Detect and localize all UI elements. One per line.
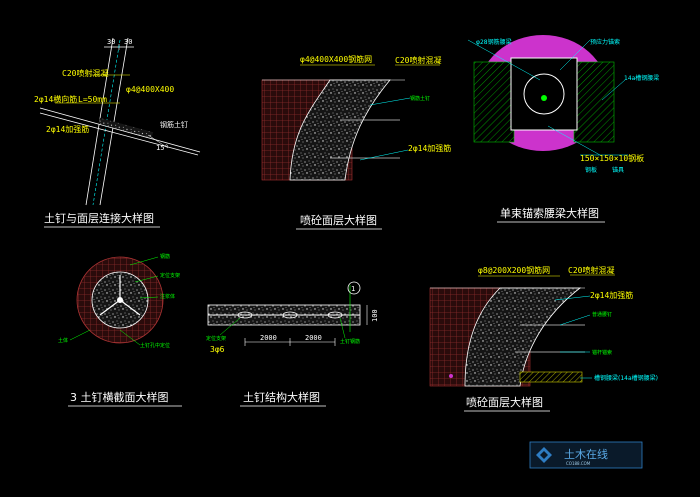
label-bar2: 2φ14加强筋 — [46, 124, 89, 134]
label-plate: 150×150×10钢板 — [580, 153, 644, 163]
label-b-3: 预应力锚索 — [590, 38, 620, 46]
dim-side: 100 — [371, 309, 379, 322]
dim-b: 2000 — [305, 334, 322, 342]
dim-a: 2000 — [260, 334, 277, 342]
label-length: L=50mm — [78, 95, 107, 104]
site-watermark-logo: 土木在线 CO188.COM — [529, 441, 643, 469]
detail1-title: 土钉与面层连接大样图 — [44, 211, 154, 225]
dim-top-left: 30 — [107, 38, 115, 46]
logo-text: 土木在线 — [564, 447, 608, 461]
detail-nail-connection: 30 30 C20喷射混凝 φ4@400X400 2φ14横向筋 L=50mm … — [34, 37, 201, 228]
detail-anchor-waler: φ28钢筋腰梁 预应力锚索 14a槽钢腰梁 150×150×10钢板 钢板 锚具… — [467, 35, 659, 223]
label-nail: 钢筋土钉 — [160, 120, 188, 129]
label-a-6: 普通腰钉 — [592, 311, 612, 318]
label-angle: 15° — [156, 144, 169, 152]
label-e-3: 锚具 — [612, 166, 624, 174]
label-e-4: 土钉孔中定位 — [140, 342, 170, 349]
label-d-4: 土体 — [58, 337, 68, 344]
detail-shotcrete-layer-1: φ4@400X400钢筋网 C20喷射混凝 钢筋土钉 2φ14加强筋 喷砼面层大… — [261, 54, 451, 230]
label-bar1: 2φ14横向筋 — [34, 94, 77, 104]
label-a-5: 定位支架 — [206, 335, 226, 342]
label-c20: C20喷射混凝 — [62, 68, 108, 78]
label-bar-2: 2φ14加强筋 — [408, 143, 451, 153]
section-marker: 1 — [351, 285, 355, 293]
detail3-title: 单束锚索腰梁大样图 — [500, 206, 599, 220]
detail5-title: 土钉结构大样图 — [243, 390, 320, 404]
detail-shotcrete-layer-2: φ8@200X200钢筋网 C20喷射混凝 2φ14加强筋 普通腰钉 锚杆锚索 … — [429, 265, 658, 412]
label-b-4: 定位支架 — [160, 272, 180, 279]
dim-top-right: 30 — [124, 38, 132, 46]
label-b-6: 锚杆锚索 — [592, 349, 612, 356]
logo-sub: CO188.COM — [566, 461, 591, 466]
label-nail-2: 钢筋土钉 — [410, 95, 430, 102]
label-c20-6: C20喷射混凝 — [568, 265, 614, 275]
label-mesh: φ4@400X400 — [126, 85, 174, 94]
label-c-3: 14a槽钢腰梁 — [624, 74, 659, 82]
detail-nail-structure: 1 100 2000 2000 定位支架 3φ6 土钉钢筋 土钉结构大样图 — [206, 281, 379, 407]
label-c20-2: C20喷射混凝 — [395, 55, 441, 65]
label-mesh-2: φ4@400X400钢筋网 — [300, 54, 372, 64]
label-d-3: 钢板 — [585, 166, 597, 174]
detail-nail-cross-section: 钢筋 定位支架 注浆体 土体 土钉孔中定位 3 土钉横截面大样图 — [58, 253, 182, 407]
label-mesh-6: φ8@200X200钢筋网 — [478, 265, 550, 275]
label-a-3: φ28钢筋腰梁 — [476, 38, 512, 46]
label-c-4: 注浆体 — [160, 293, 175, 300]
label-bar-6: 2φ14加强筋 — [590, 290, 633, 300]
detail6-title: 喷砼面层大样图 — [466, 395, 543, 409]
label-c-6: 槽钢腰梁(14a槽钢腰梁) — [594, 374, 658, 382]
label-b-5: 土钉钢筋 — [340, 338, 360, 345]
detail4-title: 3 土钉横截面大样图 — [70, 390, 169, 404]
detail2-title: 喷砼面层大样图 — [300, 213, 377, 227]
label-a-4: 钢筋 — [160, 253, 170, 260]
label-bar-5: 3φ6 — [210, 345, 225, 354]
